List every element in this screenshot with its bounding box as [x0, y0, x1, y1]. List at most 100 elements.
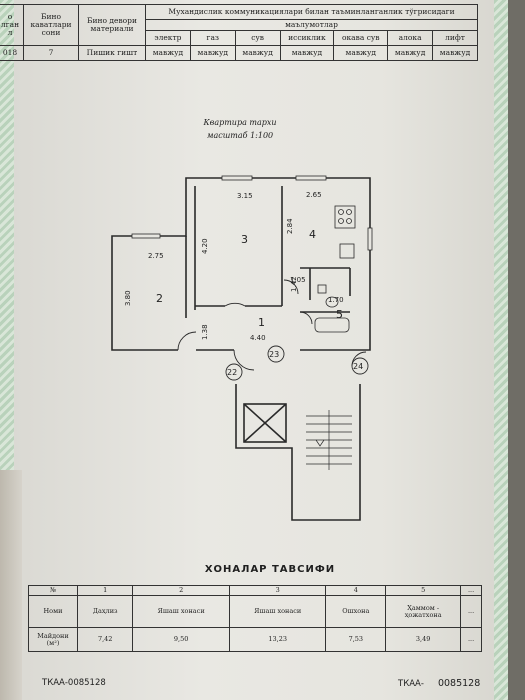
utility-status-heating: мавжуд [279, 45, 335, 61]
wall-material-header: Бино девори материали [78, 4, 146, 46]
utility-status-sewage: мавжуд [333, 45, 389, 61]
door-entrance [233, 349, 255, 371]
elevator-cross-b [243, 403, 287, 443]
window-room3 [221, 175, 253, 181]
ornamental-border-right [494, 0, 508, 700]
row-label-name: Номи [28, 595, 78, 628]
stove-burner-2 [346, 209, 352, 215]
stove-burner-4 [346, 218, 352, 224]
door-room2 [177, 331, 197, 351]
room-number-3: 3 [241, 233, 248, 246]
window-room2 [131, 233, 161, 239]
dim-bath-width: 1.05 [290, 276, 306, 284]
serial-number-right-value: 0085128 [437, 678, 481, 689]
wall-header-line-2: материали [90, 24, 134, 33]
col1-line-2: лган [0, 20, 20, 30]
marker-23: 23 [269, 350, 279, 359]
bathtub [314, 317, 350, 333]
row-label-index: № [28, 585, 78, 596]
room-area-4: 7,53 [325, 627, 387, 652]
wall-material-value: Пишик гишт [78, 45, 146, 61]
dim-room4-width: 2.65 [306, 191, 322, 199]
rooms-description-table: № 1 2 3 4 5 ... Номи Даҳлиз Яшаш хонаси … [28, 585, 482, 652]
stair-arrow [315, 439, 325, 447]
room-number-4: 4 [309, 228, 316, 241]
row-label-area: Майдони (м²) [28, 627, 78, 652]
document-page [0, 0, 508, 700]
room-name-1: Даҳлиз [76, 595, 134, 628]
dim-bath-height: 1.42 [290, 276, 298, 292]
dimensions: 4.40 2.75 3.80 3.15 4.20 2.65 2.84 1.70 … [124, 191, 344, 342]
dim-room4-height: 2.84 [286, 218, 294, 234]
marker-24: 24 [353, 362, 363, 371]
col-index-more: ... [460, 585, 482, 596]
dim-room2-height: 3.80 [124, 290, 132, 306]
col1-line-3: л [7, 27, 13, 37]
fixtures [314, 205, 356, 333]
floors-header-line-3: сони [41, 27, 61, 37]
dim-room3-height: 4.20 [201, 238, 209, 254]
floors-value: 7 [23, 45, 79, 61]
engineering-header: Мухандислик коммуникациялари билан таъми… [145, 4, 478, 20]
col-index-2: 2 [132, 585, 230, 596]
room-name-3: Яшаш хонаси [228, 595, 327, 628]
serial-prefix-right: ТКАА- [398, 679, 424, 689]
staircase [306, 410, 352, 470]
col-index-5: 5 [385, 585, 462, 596]
utility-status-communication: мавжуд [387, 45, 434, 61]
elevator-shaft [243, 403, 287, 443]
row-label-area-line-2: (м²) [46, 638, 60, 647]
dim-corridor: 1.38 [201, 324, 209, 340]
window-room4 [295, 175, 327, 181]
stove-burner-3 [338, 218, 344, 224]
stove [334, 205, 356, 229]
utility-name-sewage: окава сув [333, 30, 389, 46]
room-area-3: 13,23 [228, 627, 327, 652]
outer-wall-left [111, 186, 187, 351]
room-area-more: ... [460, 627, 482, 652]
room-name-more: ... [460, 595, 482, 628]
windows [131, 175, 373, 251]
col-index-1: 1 [76, 585, 134, 596]
kitchen-sink [339, 243, 355, 259]
plan-title: Квартира тархи [203, 118, 277, 127]
stair-block-walls [235, 384, 361, 521]
room-number-5: 5 [336, 308, 343, 321]
serial-number-right: ТКАА- 0085128 [398, 678, 480, 689]
marker-22: 22 [227, 368, 237, 377]
door-room3 [224, 302, 246, 307]
window-kitchen-side [367, 227, 373, 251]
plan-scale: масштаб 1:100 [206, 131, 274, 140]
plan-title-block: Квартира тархи масштаб 1:100 [185, 116, 295, 142]
room-name-4: Ошхона [325, 595, 387, 628]
door-arcs [177, 279, 367, 371]
room-area-2: 9,50 [132, 627, 230, 652]
dim-room2-width: 2.75 [148, 252, 164, 260]
floors-header-line-2: каватлари [30, 20, 72, 30]
utility-status-elevator: мавжуд [432, 45, 478, 61]
door-bath [299, 311, 313, 325]
room-number-1: 1 [258, 316, 265, 329]
row-label-area-line-1: Майдони [37, 631, 69, 640]
marker-circle-24 [351, 357, 369, 375]
stove-burner-1 [338, 209, 344, 215]
building-info-table: о лган л Бино каватлари сони Бино девори… [0, 4, 478, 61]
floors-header-line-1: Бино [40, 12, 62, 22]
room-name-2: Яшаш хонаси [132, 595, 230, 628]
room-area-1: 7,42 [76, 627, 134, 652]
room-number-2: 2 [156, 292, 163, 305]
door-kitchen [283, 279, 299, 295]
wall-header-line-1: Бино девори [86, 16, 137, 26]
page-shadow [0, 470, 22, 700]
outer-wall-top-right [185, 177, 371, 351]
utility-status-water: мавжуд [234, 45, 281, 61]
dim-room3-width: 3.15 [237, 192, 253, 200]
dim-room1: 4.40 [250, 334, 266, 342]
marker-circle-23 [267, 345, 285, 363]
apartment-markers: 22 23 24 [225, 345, 369, 381]
toilet [325, 296, 339, 308]
rooms-description-title: ХОНАЛАР ТАВСИФИ [204, 564, 336, 575]
bath-sink [317, 284, 327, 294]
col-index-3: 3 [228, 585, 327, 596]
